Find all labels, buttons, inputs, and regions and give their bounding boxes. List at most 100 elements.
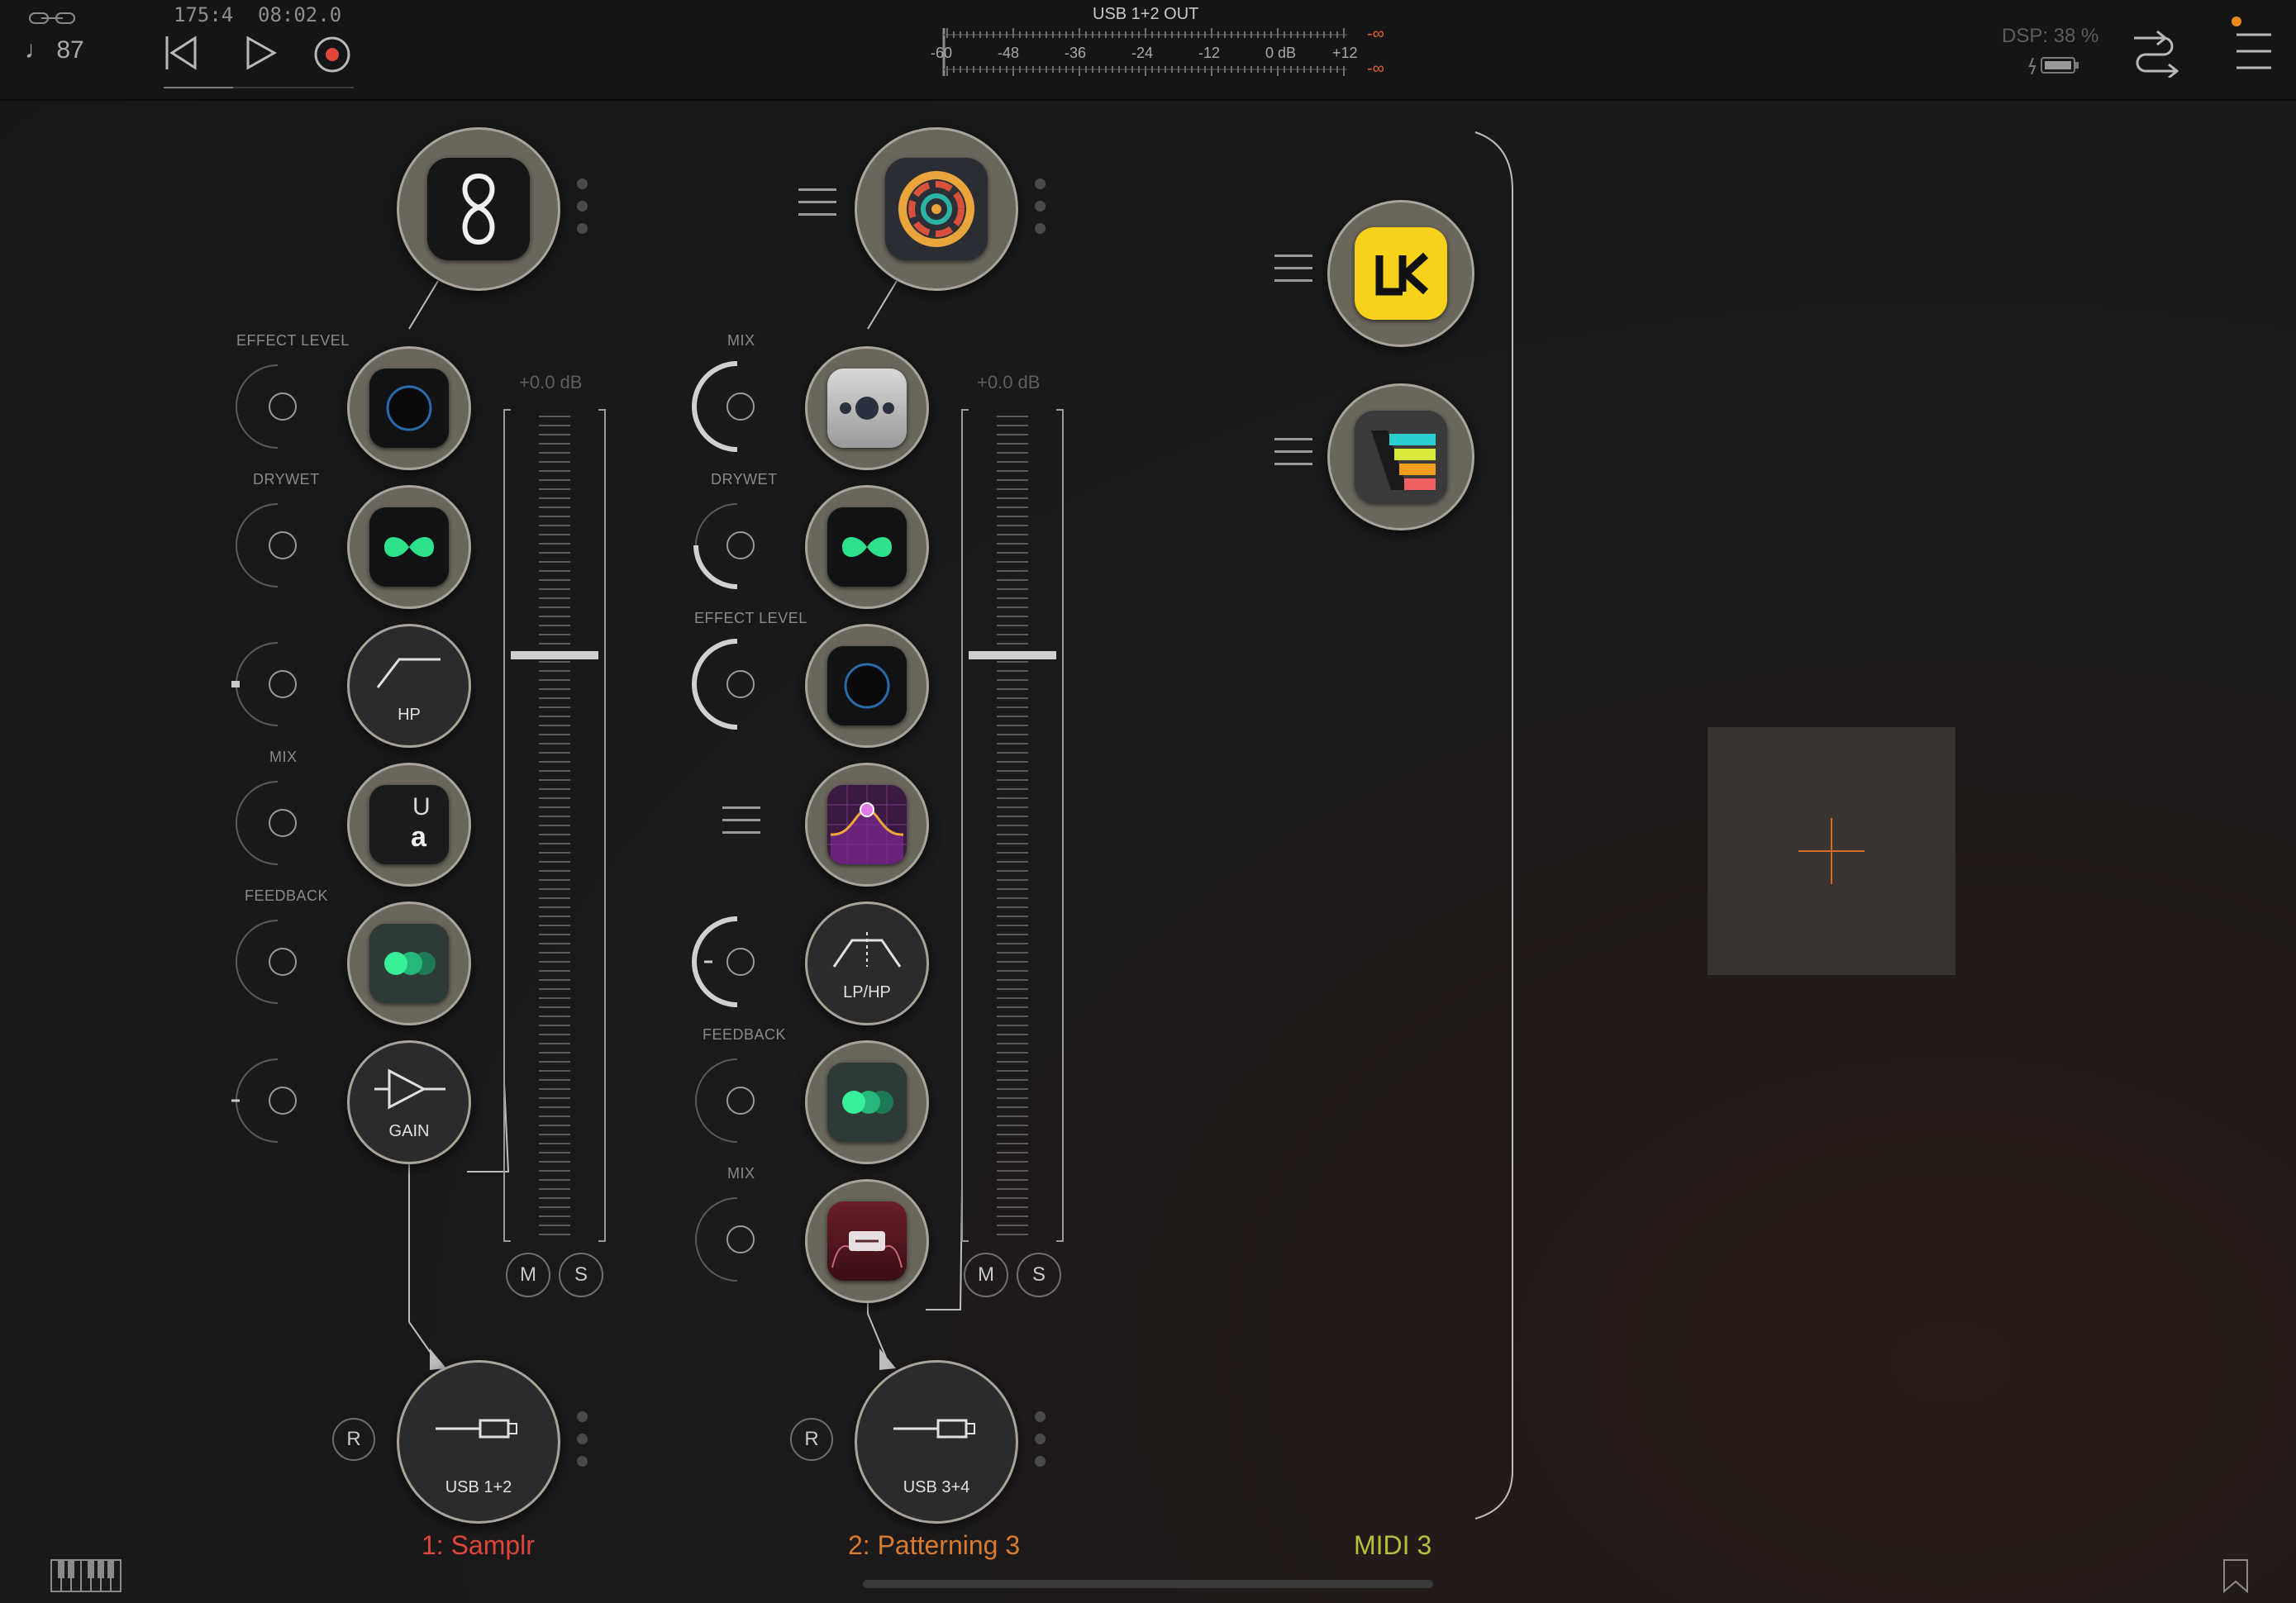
channel-1-insert-4[interactable]: U a [347, 763, 471, 887]
channel-2-insert-6[interactable] [805, 1040, 929, 1164]
channel-2-fader[interactable] [959, 407, 1066, 1244]
hp-filter-knob[interactable] [230, 635, 299, 734]
feedback-knob[interactable] [689, 1051, 759, 1150]
keyboard-icon[interactable] [50, 1558, 122, 1593]
knob-label: DRYWET [253, 471, 320, 488]
samplr-app-icon [427, 158, 530, 260]
midi-channel-name[interactable]: MIDI 3 [1354, 1530, 1432, 1560]
channel-2-name[interactable]: 2: Patterning 3 [848, 1530, 1021, 1560]
record-arm-button[interactable]: R [790, 1418, 833, 1461]
knob-label: FEEDBACK [245, 887, 329, 904]
meter-scale-label: 0 dB [1265, 45, 1297, 61]
notification-dot [2232, 17, 2241, 26]
knob-label: EFFECT LEVEL [694, 610, 807, 626]
feedback-knob[interactable] [233, 912, 299, 1011]
mix-knob[interactable] [233, 773, 299, 873]
channel-1-output-options[interactable] [577, 1411, 588, 1478]
lp-hp-filter-icon [832, 932, 902, 968]
ring-effect-icon [827, 646, 907, 725]
delay-dots-icon [827, 1063, 907, 1142]
knob-label: DRYWET [711, 471, 778, 488]
drywet-knob[interactable] [233, 496, 299, 595]
gain-knob[interactable] [230, 1051, 299, 1150]
output-meter [942, 28, 1347, 76]
midi-app-1-node[interactable] [1327, 200, 1474, 347]
play-icon[interactable] [245, 35, 278, 71]
horizontal-scrollbar[interactable] [863, 1580, 1433, 1588]
battery-icon [2028, 57, 2079, 75]
channel-1-insert-1[interactable] [347, 346, 471, 470]
eq-grid-icon [827, 785, 907, 864]
stripes-app-icon [1355, 411, 1447, 503]
main-menu-icon[interactable] [2235, 31, 2273, 71]
dsp-readout: DSP: 38 % [2002, 25, 2099, 47]
channel-2-insert-3[interactable] [805, 624, 929, 748]
knob-label: FEEDBACK [703, 1026, 787, 1043]
link-icon[interactable] [28, 10, 76, 26]
channel-1-insert-2[interactable] [347, 485, 471, 609]
midi-app-2-menu-icon[interactable] [1274, 438, 1312, 471]
channel-1-output-node[interactable]: USB 1+2 [397, 1360, 560, 1524]
effect-level-knob[interactable] [233, 357, 299, 456]
eq-menu-icon[interactable] [722, 806, 760, 840]
output-label: USB 3+4 [903, 1478, 970, 1496]
dots-effect-icon [827, 369, 907, 448]
output-label: USB 1+2 [445, 1478, 512, 1496]
channel-1-source-options[interactable] [577, 178, 588, 245]
channel-2-source-node[interactable] [855, 127, 1018, 291]
mute-button[interactable]: M [964, 1253, 1008, 1297]
channel-2-output-options[interactable] [1035, 1411, 1046, 1478]
channel-1-insert-3[interactable]: HP [347, 624, 471, 748]
channel-1-insert-5[interactable] [347, 901, 471, 1025]
channel-2-insert-1[interactable] [805, 346, 929, 470]
channel-1-source-node[interactable] [397, 127, 560, 291]
mute-button[interactable]: M [506, 1253, 550, 1297]
record-icon[interactable] [312, 35, 352, 74]
meter-peak-right: -∞ [1367, 59, 1384, 78]
channel-2-output-node[interactable]: USB 3+4 [855, 1360, 1018, 1524]
lk-app-icon [1355, 227, 1447, 320]
effect-level-knob[interactable] [689, 635, 759, 734]
routing-icon[interactable] [2131, 28, 2179, 78]
lp-hp-knob[interactable] [689, 912, 759, 1011]
solo-button[interactable]: S [559, 1253, 603, 1297]
rewind-icon[interactable] [164, 35, 198, 71]
channel-2-insert-5[interactable]: LP/HP [805, 901, 929, 1025]
meter-scale-label: -24 [1131, 45, 1154, 61]
bookmark-icon[interactable] [2222, 1558, 2250, 1593]
channel-2-source-options[interactable] [1035, 178, 1046, 245]
usb-plug-icon [436, 1419, 517, 1439]
insert-label: GAIN [388, 1122, 430, 1140]
knob-label: MIX [269, 749, 298, 765]
channel-2-insert-4[interactable] [805, 763, 929, 887]
knob-label: MIX [727, 332, 755, 349]
channel-2-insert-2[interactable] [805, 485, 929, 609]
channel-1-fader[interactable] [501, 407, 608, 1244]
midi-app-1-menu-icon[interactable] [1274, 254, 1312, 288]
knob-label: EFFECT LEVEL [236, 332, 350, 349]
tempo-display[interactable]: ♩ 87 [25, 36, 84, 64]
time-display: 08:02.0 [258, 3, 342, 26]
solo-button[interactable]: S [1017, 1253, 1061, 1297]
channel-2-menu-icon[interactable] [798, 188, 836, 221]
channel-1-name[interactable]: 1: Samplr [422, 1530, 535, 1560]
gain-amp-icon [374, 1068, 445, 1110]
insert-label: LP/HP [843, 983, 891, 1001]
mix-knob[interactable] [689, 357, 759, 456]
midi-app-2-node[interactable] [1327, 383, 1474, 530]
channel-2-insert-7[interactable] [805, 1179, 929, 1303]
mix-knob-2[interactable] [689, 1190, 759, 1289]
channel-1-insert-6[interactable]: GAIN [347, 1040, 471, 1164]
meter-scale-label: -48 [998, 45, 1020, 61]
gain-readout: +0.0 dB [519, 372, 583, 392]
meter-scale-label: -36 [1065, 45, 1087, 61]
record-arm-button[interactable]: R [332, 1418, 375, 1461]
meter-scale-label: -12 [1198, 45, 1221, 61]
infinity-effect-icon [827, 507, 907, 587]
drywet-knob[interactable] [689, 496, 759, 595]
usb-plug-icon [893, 1419, 975, 1439]
transport-progress [164, 87, 354, 88]
meter-scale-label: +12 [1332, 45, 1358, 61]
add-channel-button[interactable] [1708, 727, 1955, 975]
